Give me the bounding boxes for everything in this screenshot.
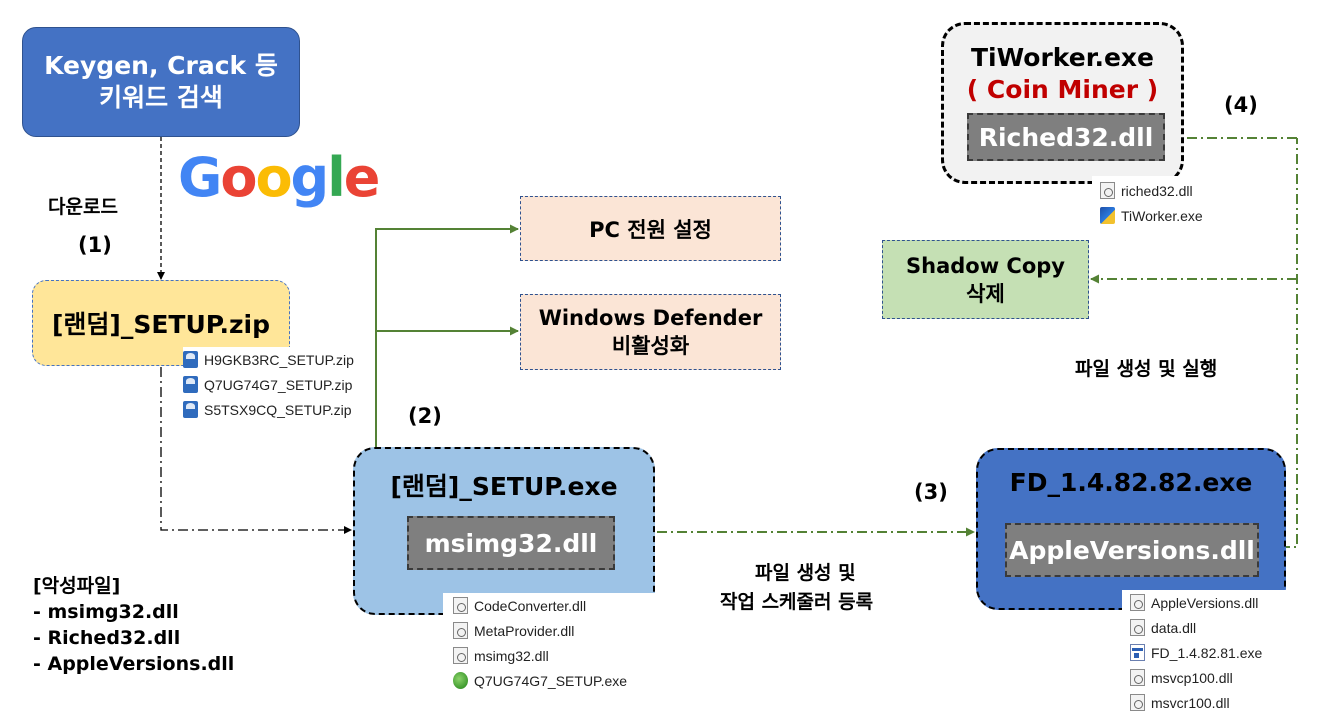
- malicious-item: - Riched32.dll: [33, 627, 181, 649]
- file-item: riched32.dll: [1100, 178, 1232, 203]
- dll-file-icon: [1130, 694, 1145, 711]
- shadow-line1: Shadow Copy: [906, 253, 1065, 278]
- fd-exe-title: FD_1.4.82.82.exe: [1009, 468, 1253, 497]
- zip-title: [랜덤]_SETUP.zip: [51, 310, 271, 339]
- defender-line2: 비활성화: [611, 334, 690, 358]
- msimg32-dll-chip: msimg32.dll: [407, 516, 615, 570]
- file-item: msvcr100.dll: [1130, 690, 1292, 715]
- step-2-label: (2): [408, 404, 442, 428]
- zip-icon: [183, 401, 198, 418]
- keyword-line1: Keygen, Crack 등: [44, 51, 278, 80]
- tiworker-coin-miner-node: TiWorker.exe ( Coin Miner ) Riched32.dll: [941, 22, 1184, 184]
- msimg32-dll-label: msimg32.dll: [424, 528, 598, 558]
- zip-file-list: H9GKB3RC_SETUP.zip Q7UG74G7_SETUP.zip S5…: [183, 347, 363, 422]
- tiworker-title: TiWorker.exe: [970, 43, 1155, 72]
- create-register-label: 파일 생성 및: [755, 560, 856, 587]
- malicious-files-legend: [악성파일] - msimg32.dll - Riched32.dll - Ap…: [33, 573, 234, 677]
- zip-node: [랜덤]_SETUP.zip: [32, 280, 290, 366]
- pc-power-settings-node: PC 전원 설정: [520, 196, 781, 261]
- shadow-copy-delete-node: Shadow Copy 삭제: [882, 240, 1089, 319]
- connector-fd-to-upstream: [1260, 138, 1298, 548]
- dll-file-icon: [453, 622, 468, 639]
- arrow-zip-to-exe: [160, 367, 352, 534]
- malicious-item: - msimg32.dll: [33, 601, 179, 623]
- malicious-item: - AppleVersions.dll: [33, 653, 235, 675]
- file-item: FD_1.4.82.81.exe: [1130, 640, 1292, 665]
- setup-exe-title: [랜덤]_SETUP.exe: [390, 472, 618, 501]
- file-item: TiWorker.exe: [1100, 203, 1232, 228]
- file-item: msvcp100.dll: [1130, 665, 1292, 690]
- file-item: H9GKB3RC_SETUP.zip: [183, 347, 363, 372]
- dll-file-icon: [1130, 594, 1145, 611]
- exe-file-icon: [1130, 644, 1145, 661]
- coin-miner-label: ( Coin Miner ): [966, 75, 1159, 104]
- zip-icon: [183, 376, 198, 393]
- file-item: Q7UG74G7_SETUP.exe: [453, 668, 655, 693]
- defender-line1: Windows Defender: [538, 306, 763, 330]
- dll-file-icon: [453, 647, 468, 664]
- create-register-line2: 작업 스케줄러 등록: [720, 591, 874, 613]
- riched32-dll-label: Riched32.dll: [978, 122, 1154, 152]
- malicious-title: [악성파일]: [33, 575, 121, 597]
- keyword-search-node: Keygen, Crack 등 키워드 검색: [22, 27, 300, 137]
- file-item: MetaProvider.dll: [453, 618, 655, 643]
- tiworker-exe-icon: [1100, 207, 1115, 224]
- dll-file-icon: [453, 597, 468, 614]
- step-3-label: (3): [914, 480, 948, 504]
- defender-disable-node: Windows Defender 비활성화: [520, 294, 781, 370]
- step-1-label: (1): [78, 233, 112, 257]
- download-label: 다운로드: [48, 196, 118, 218]
- dll-file-icon: [1130, 619, 1145, 636]
- create-register-line1: 파일 생성 및: [755, 562, 856, 584]
- file-item: data.dll: [1130, 615, 1292, 640]
- tiworker-file-list: riched32.dll TiWorker.exe: [1092, 176, 1232, 228]
- keyword-line2: 키워드 검색: [99, 83, 223, 112]
- file-item: msimg32.dll: [453, 643, 655, 668]
- fd-exe-node: FD_1.4.82.82.exe AppleVersions.dll: [976, 448, 1286, 610]
- dll-file-icon: [1130, 669, 1145, 686]
- appleversions-dll-chip: AppleVersions.dll: [1005, 523, 1259, 577]
- appleversions-dll-label: AppleVersions.dll: [1009, 535, 1255, 565]
- file-item: CodeConverter.dll: [453, 593, 655, 618]
- setup-exe-icon: [453, 672, 468, 689]
- shadow-line2: 삭제: [966, 281, 1005, 306]
- create-run-label: 파일 생성 및 실행: [1075, 358, 1218, 380]
- step-4-label: (4): [1224, 93, 1258, 117]
- fd-file-list: AppleVersions.dll data.dll FD_1.4.82.81.…: [1122, 590, 1292, 715]
- zip-icon: [183, 351, 198, 368]
- pc-power-label: PC 전원 설정: [589, 217, 712, 242]
- file-item: S5TSX9CQ_SETUP.zip: [183, 397, 363, 422]
- file-item: Q7UG74G7_SETUP.zip: [183, 372, 363, 397]
- setup-exe-file-list: CodeConverter.dll MetaProvider.dll msimg…: [443, 593, 655, 693]
- google-logo: Google: [178, 146, 380, 209]
- setup-exe-node: [랜덤]_SETUP.exe msimg32.dll: [353, 447, 655, 615]
- riched32-dll-chip: Riched32.dll: [967, 113, 1165, 161]
- dll-file-icon: [1100, 182, 1115, 199]
- file-item: AppleVersions.dll: [1130, 590, 1292, 615]
